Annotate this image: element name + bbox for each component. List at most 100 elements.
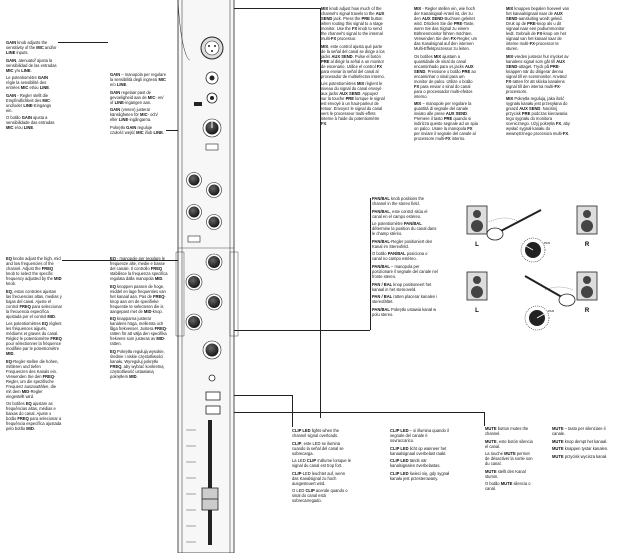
pan-fr: Le potentiomètre PAN/BAL détermine la po…: [372, 221, 437, 237]
gain-pl: Pokrętło GAIN reguluje czułość wejść MIC…: [110, 124, 164, 135]
eq-mid-knob[interactable]: [185, 273, 203, 291]
speaker-right-icon: [576, 205, 598, 235]
eq-text-col2: EQ - manopole per regolare le frequenze …: [110, 256, 168, 381]
label-r-bottom: R: [585, 308, 590, 314]
eq-nl: EQ knoppen passen de hoge, middel en lag…: [110, 283, 166, 314]
clip-led: [208, 374, 216, 382]
label-pan-top: PAN: [544, 241, 550, 245]
gain-de: GAIN - Regler stellt die Empfindlichkeit…: [6, 92, 52, 113]
clip-text-col1: CLIP LED lights when the channel signal …: [292, 428, 352, 506]
mix-text-col1: MIX knob adjust how much of the channel'…: [321, 6, 385, 129]
eq-fr: Les potentiomètres EQ règlent les fréque…: [6, 321, 62, 357]
eq-high-knob[interactable]: [205, 253, 223, 271]
mix-en: MIX knob adjust how much of the channel'…: [321, 6, 385, 41]
mute-de: MUTE stellt den Kanal stumm.: [485, 468, 526, 479]
leader-mute-v: [484, 412, 485, 426]
pan-knob-right-icon: [524, 305, 550, 331]
mix-nl: MIX knoppen bepalen hoeveel van het kana…: [506, 6, 570, 51]
solo-button[interactable]: [205, 405, 221, 415]
gain-text-col1: GAIN knob adjusts the sensitivity of the…: [6, 40, 58, 133]
guitar-icon-2: [524, 275, 576, 307]
pan-knob[interactable]: [202, 340, 222, 360]
clip-it: CLIP LED – si illumina quando il segnale…: [390, 428, 449, 443]
mix-it: MIX – manopole per regolare la quantità …: [414, 101, 478, 142]
clip-pl: CLIP LED świeci się, gdy sygnał kanału j…: [390, 470, 450, 481]
clip-en: CLIP LED lights when the channel signal …: [292, 428, 340, 438]
mix-text-col2: MIX - Regler stellen ein, wie hoch der K…: [414, 6, 478, 144]
speaker-left-icon: [466, 205, 488, 235]
label-l-top: L: [475, 242, 479, 248]
mute-nl: MUTE knop dempt het kanaal.: [552, 438, 608, 444]
aux-knob[interactable]: [186, 172, 202, 188]
pan-text-col: PAN/BAL knob positions the channel in th…: [372, 196, 438, 319]
gain-text-col2: GAIN – manopola per regolare la sensibil…: [110, 72, 166, 137]
clip-es: CLIP, este LED se ilumina cuando la seña…: [292, 440, 344, 456]
pan-es: PAN/BAL, este control sitúa el canal en …: [372, 208, 428, 219]
pan-knob-left-icon: [520, 237, 546, 263]
mute-es: MUTE, este botón silencia el canal.: [485, 438, 533, 449]
clip-text-col2: CLIP LED – si illumina quando il segnale…: [390, 428, 450, 483]
label-l-bottom: L: [475, 308, 479, 314]
label-r-top: R: [585, 242, 590, 248]
mix-pl: MIX Pokrętła regulują, jaka ilość sygnał…: [506, 96, 570, 137]
leader-pan: [232, 330, 370, 331]
eq-de: EQ-Regler stellen die hohen, mittleren u…: [6, 358, 59, 399]
line-switch[interactable]: [194, 102, 202, 106]
mute-fr: La touche MUTE permet de désactiver la s…: [485, 451, 533, 467]
leader-clip: [232, 395, 292, 396]
speaker-right-icon-2: [576, 271, 598, 301]
aux-knob-2[interactable]: [206, 182, 222, 198]
mute-text-col1: MUTE button mutes the channel. MUTE, est…: [485, 426, 533, 494]
pan-en: PAN/BAL knob positions the channel in th…: [372, 196, 425, 206]
pan-pt: O botão PAN/BAL posiciona o canal no cam…: [372, 251, 428, 262]
xlr-input-icon[interactable]: [200, 36, 224, 60]
insert-jack-icon[interactable]: [206, 92, 218, 104]
lowcut-button[interactable]: [205, 143, 219, 151]
eq-it: EQ - manopole per regolare le frequenze …: [110, 256, 168, 281]
leader-pan-v: [370, 198, 371, 330]
gain-en: GAIN knob adjusts the sensitivity of the…: [6, 40, 57, 55]
gain-knob[interactable]: [202, 118, 222, 138]
channel-fader[interactable]: [201, 420, 219, 545]
channel-strip: [175, 0, 239, 553]
leader-mix: [232, 8, 320, 9]
fx-knob[interactable]: [186, 204, 202, 220]
mix-text-col3: MIX knoppen bepalen hoeveel van het kana…: [506, 6, 572, 139]
pan-it: PAN/BAL – manopola per posizionare il se…: [372, 263, 438, 279]
gain-sv: GAIN (vreten) justerar känsligheten för …: [110, 107, 158, 123]
eq-sv: EQ knapparna justerar kanalens höga, mel…: [110, 316, 168, 347]
eq-low-knob[interactable]: [185, 313, 203, 331]
pan-diagram: L R PAN L R PAN: [466, 205, 598, 331]
clip-de: CLIP-LED leuchtet auf, wenn das Kanalsig…: [292, 470, 346, 486]
mix-fr: Les potentiomètres MIX règlent le niveau…: [321, 81, 385, 127]
label-pan-bottom: PAN: [548, 309, 554, 313]
pre-button[interactable]: [187, 235, 201, 243]
line-input-jack-icon[interactable]: [205, 71, 219, 85]
leader-mute: [232, 412, 484, 413]
mix-de: MIX - Regler stellen ein, wie hoch der K…: [414, 6, 478, 51]
pan-sv: PAN / BAL ratten placerar kanalen i ster…: [372, 294, 438, 305]
pan-pl: PAN/BAL Pokrętło ustawia kanał w polu st…: [372, 306, 437, 317]
pan-nl: PAN / BAL knop positioneert het kanaal i…: [372, 281, 432, 292]
gain-pt: O botão GAIN ajusta a sensibilidade das …: [6, 115, 55, 131]
mute-button[interactable]: [205, 391, 221, 401]
aux-knob-3[interactable]: [206, 214, 222, 230]
speaker-left-icon-2: [466, 271, 488, 301]
eq-freq-knob[interactable]: [205, 293, 223, 311]
gain-nl: GAIN regelaar past de gevoeligheid aan d…: [110, 89, 164, 105]
eq-pl: EQ Pokrętła regulują wysokie, średnie i …: [110, 348, 165, 379]
eq-pt: Os botões EQ ajustam as frequências alta…: [6, 401, 62, 432]
mix-pt: Os botões MIX ajustam a quantidade de si…: [414, 53, 476, 99]
clip-sv: CLIP LED tänds när kanalsignalen överbel…: [390, 458, 441, 469]
eq-en: EQ knobs adjust the high, mid and low fr…: [6, 256, 62, 286]
mute-it: MUTE – tasto per silenziare il canale.: [552, 426, 606, 436]
leader-clip-v: [292, 395, 293, 427]
mute-en: MUTE button mutes the channel.: [485, 426, 529, 436]
clip-pt: O LED CLIP acende quando o sinal do cana…: [292, 488, 348, 504]
mute-sv: MUTE knappen tystar kanalen.: [552, 446, 609, 452]
leader-mix-v: [320, 8, 321, 418]
gain-it: GAIN – manopola per regolare la sensibil…: [110, 72, 166, 87]
eq-text-col1: EQ knobs adjust the high, mid and low fr…: [6, 256, 62, 434]
gain-fr: Le potentiomètre GAIN règle la sensibili…: [6, 75, 51, 91]
pan-de: PAN/BAL-Regler positioniert den Kanal im…: [372, 238, 433, 249]
